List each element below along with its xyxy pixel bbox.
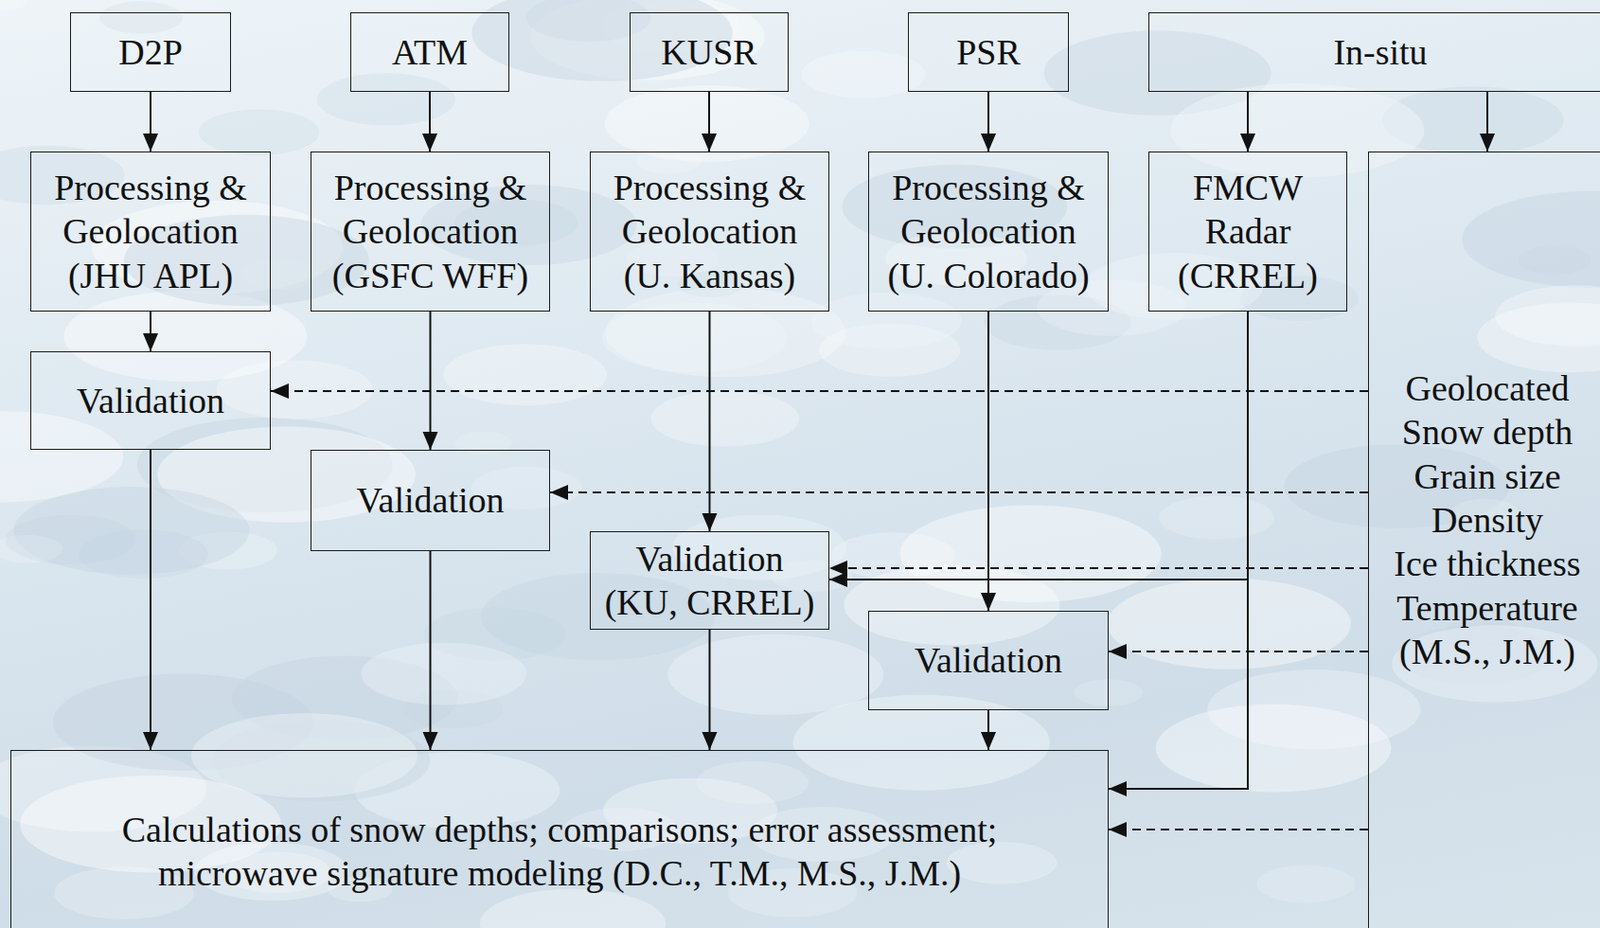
snow-texture (800, 51, 925, 99)
snow-texture (1170, 83, 1424, 178)
analysis-box: Calculations of snow depths; comparisons… (10, 749, 1109, 928)
arrow (1486, 91, 1489, 152)
snow-texture (843, 564, 1060, 645)
process-box: Processing & Geolocation (U. Colorado) (868, 151, 1109, 312)
process-box: Processing & Geolocation (U. Kansas) (589, 151, 830, 312)
snow-texture (198, 108, 320, 156)
snow-texture (99, 0, 183, 34)
snow-texture (1158, 495, 1275, 539)
box-text: Validation (KU, CRREL) (596, 536, 823, 625)
snow-texture (604, 85, 810, 162)
instrument-box: PSR (907, 12, 1069, 92)
box-text: Geolocated (1404, 366, 1569, 410)
snow-texture (78, 529, 209, 579)
snow-texture (216, 359, 374, 419)
measurement-list-box: GeolocatedSnow depthGrain sizeDensityIce… (1368, 151, 1600, 928)
arrow (708, 91, 711, 152)
snow-texture (1461, 191, 1600, 288)
process-box: FMCW Radar (CRREL) (1148, 151, 1348, 312)
arrow (1246, 91, 1249, 152)
box-text: KUSR (660, 30, 757, 74)
dashed-arrow (829, 567, 1369, 569)
dashed-arrow (1108, 650, 1369, 653)
arrow (428, 91, 431, 152)
box-text: Calculations of snow depths; comparisons… (48, 807, 1071, 896)
instrument-box: KUSR (629, 12, 789, 92)
arrow (709, 629, 712, 750)
process-box: Processing & Geolocation (JHU APL) (30, 151, 271, 312)
snow-texture (317, 72, 456, 125)
snow-texture (443, 343, 607, 406)
arrow (1108, 311, 1248, 789)
snow-texture (0, 0, 29, 12)
box-text: Processing & Geolocation (U. Colorado) (874, 165, 1103, 298)
snow-texture (480, 888, 666, 928)
snow-texture (1391, 624, 1598, 702)
arrow (987, 311, 990, 611)
arrow (149, 91, 152, 152)
box-text: Density (1431, 497, 1544, 542)
box-text: Processing & Geolocation (U. Kansas) (596, 165, 823, 298)
snow-texture (1476, 302, 1600, 374)
snow-texture (1155, 704, 1392, 793)
box-text: Processing & Geolocation (GSFC WFF) (317, 165, 544, 298)
source-box: In-situ (1148, 12, 1600, 92)
box-text: FMCW Radar (CRREL) (1155, 165, 1341, 298)
box-text: Ice thickness (1393, 541, 1581, 586)
arrow (987, 91, 990, 152)
box-text: Validation (355, 478, 504, 522)
dashed-arrow (270, 390, 1369, 392)
box-text: (M.S., J.M.) (1399, 629, 1576, 674)
snow-texture (602, 302, 787, 373)
dashed-arrow (550, 491, 1369, 494)
box-text: ATM (391, 30, 468, 74)
box-text: Grain size (1413, 454, 1561, 498)
box-text: D2P (118, 30, 183, 74)
validation-box: Validation (868, 610, 1109, 711)
box-text: Snow depth (1402, 409, 1574, 454)
box-text: PSR (956, 30, 1021, 74)
process-box: Processing & Geolocation (GSFC WFF) (310, 151, 551, 312)
snow-texture (793, 694, 1050, 791)
box-text: In-situ (1333, 30, 1427, 74)
snow-texture (811, 292, 962, 350)
snow-texture (1256, 864, 1355, 903)
snow-texture (360, 642, 527, 706)
box-text: Temperature (1396, 586, 1578, 630)
instrument-box: D2P (70, 12, 232, 92)
snow-texture (650, 390, 800, 446)
dashed-arrow (1108, 828, 1369, 831)
box-text: Processing & Geolocation (JHU APL) (36, 165, 265, 298)
validation-box: Validation (KU, CRREL) (589, 531, 830, 630)
arrow (987, 710, 990, 750)
arrow (829, 311, 1248, 580)
arrow (429, 551, 432, 750)
box-text: Validation (76, 378, 225, 423)
arrow (429, 311, 432, 450)
snow-texture (454, 431, 513, 455)
instrument-box: ATM (350, 12, 510, 92)
box-text: Validation (914, 638, 1063, 682)
snow-texture (667, 634, 884, 715)
arrow (149, 311, 152, 352)
snow-texture (1107, 578, 1352, 670)
validation-box: Validation (310, 449, 551, 552)
validation-box: Validation (30, 351, 271, 450)
arrow (149, 449, 152, 750)
arrow (709, 311, 712, 532)
